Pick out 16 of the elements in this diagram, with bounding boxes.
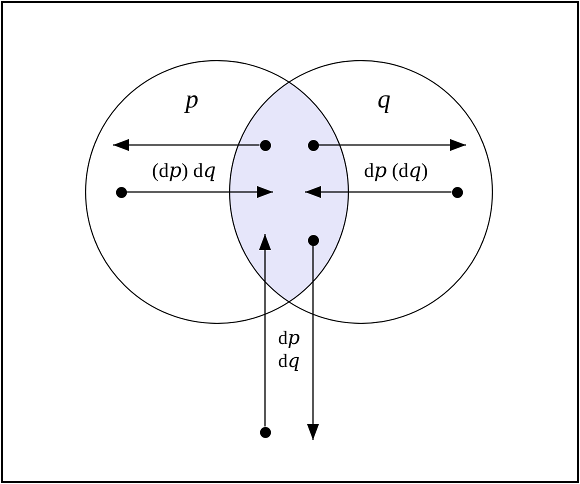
dot — [452, 186, 462, 198]
arrow — [259, 234, 271, 426]
arrow — [305, 186, 452, 198]
edge-label: (d𝑝) d𝑞 — [151, 160, 217, 182]
arrow — [126, 186, 273, 198]
set-circle — [85, 60, 349, 324]
set-label: p — [186, 86, 198, 114]
set-circle — [229, 60, 493, 324]
arrow — [113, 139, 260, 151]
set-label: q — [378, 86, 390, 114]
dot — [260, 426, 270, 438]
math-label: d𝑝 d𝑞 — [278, 328, 300, 374]
arrow — [318, 139, 466, 151]
dot — [116, 186, 126, 198]
edge-label: d𝑝 (d𝑞) — [363, 160, 429, 182]
arrow — [307, 246, 319, 440]
